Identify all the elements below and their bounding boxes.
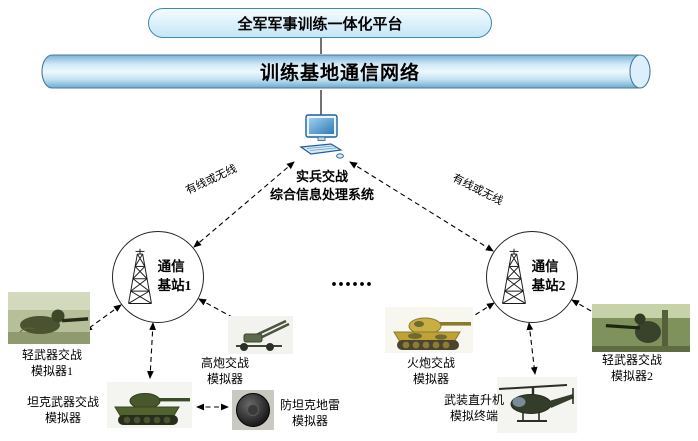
label-light-weapon-simulator-1: 轻武器交战 模拟器1 bbox=[8, 348, 96, 379]
label-tank-weapon-simulator: 坦克武器交战 模拟器 bbox=[18, 395, 108, 426]
arrow-station1-light-weapon-1 bbox=[84, 304, 122, 332]
label-line: 轻武器交战 bbox=[21, 348, 82, 362]
label-line: 模拟终端 bbox=[449, 408, 498, 423]
link-label-right: 有线或无线 bbox=[444, 166, 512, 212]
station-label-line: 基站2 bbox=[531, 278, 566, 293]
label-line: 模拟器 bbox=[206, 371, 243, 386]
more-stations-ellipsis: ...... bbox=[331, 266, 373, 292]
link-label-left: 有线或无线 bbox=[177, 157, 245, 201]
network-pipe: 训练基地通信网络 bbox=[38, 52, 660, 92]
label-helicopter-terminal: 武装直升机 模拟终端 bbox=[436, 393, 512, 424]
base-station-1-label: 通信 基站1 bbox=[158, 258, 192, 296]
label-line: 模拟器 bbox=[44, 410, 81, 425]
label-antitank-mine-simulator: 防坦克地雷 模拟器 bbox=[274, 398, 346, 429]
label-line: 模拟器 bbox=[291, 413, 328, 428]
base-station-2-label: 通信 基站2 bbox=[532, 258, 566, 296]
processing-system-label: 实兵交战 综合信息处理系统 bbox=[247, 168, 397, 204]
label-line: 坦克武器交战 bbox=[26, 395, 99, 409]
label-line: 防坦克地雷 bbox=[279, 398, 340, 412]
base-station-2: 通信 基站2 bbox=[486, 231, 578, 323]
transmission-tower-icon bbox=[501, 248, 526, 304]
transmission-tower-icon bbox=[127, 248, 152, 304]
label-line: 武装直升机 bbox=[443, 393, 504, 407]
label-line: 模拟器1 bbox=[30, 363, 73, 378]
label-line: 轻武器交战 bbox=[601, 353, 662, 367]
arrow-station1-tank bbox=[146, 322, 157, 379]
artillery-tank-photo bbox=[385, 307, 473, 353]
station-label-line: 通信 bbox=[157, 259, 185, 275]
helicopter-photo bbox=[497, 377, 577, 433]
soldier-photo-1 bbox=[8, 292, 90, 344]
processing-system-line1: 实兵交战 bbox=[295, 169, 348, 184]
label-line: 模拟器2 bbox=[610, 368, 653, 383]
network-cylinder-shape bbox=[41, 54, 651, 89]
label-line: 火炮交战 bbox=[406, 356, 455, 370]
tank-photo bbox=[107, 382, 192, 428]
processing-system-line2: 综合信息处理系统 bbox=[269, 186, 374, 202]
desktop-computer-icon bbox=[298, 114, 346, 160]
arrow-station2-helicopter bbox=[526, 322, 538, 375]
label-line: 高炮交战 bbox=[200, 356, 249, 370]
station-label-line: 基站1 bbox=[157, 278, 192, 293]
label-aa-gun-simulator: 高炮交战 模拟器 bbox=[190, 356, 260, 387]
mine-photo bbox=[232, 390, 274, 430]
aa-gun-photo bbox=[228, 316, 293, 354]
base-station-1: 通信 基站1 bbox=[112, 231, 204, 323]
station-label-line: 通信 bbox=[531, 259, 559, 275]
label-artillery-simulator: 火炮交战 模拟器 bbox=[396, 356, 466, 387]
label-line: 模拟器 bbox=[412, 371, 449, 386]
platform-box: 全军军事训练一体化平台 bbox=[148, 8, 492, 38]
label-light-weapon-simulator-2: 轻武器交战 模拟器2 bbox=[590, 353, 674, 384]
network-label: 训练基地通信网络 bbox=[259, 62, 420, 84]
platform-label: 全军军事训练一体化平台 bbox=[237, 16, 403, 33]
soldier-photo-2 bbox=[592, 304, 690, 352]
